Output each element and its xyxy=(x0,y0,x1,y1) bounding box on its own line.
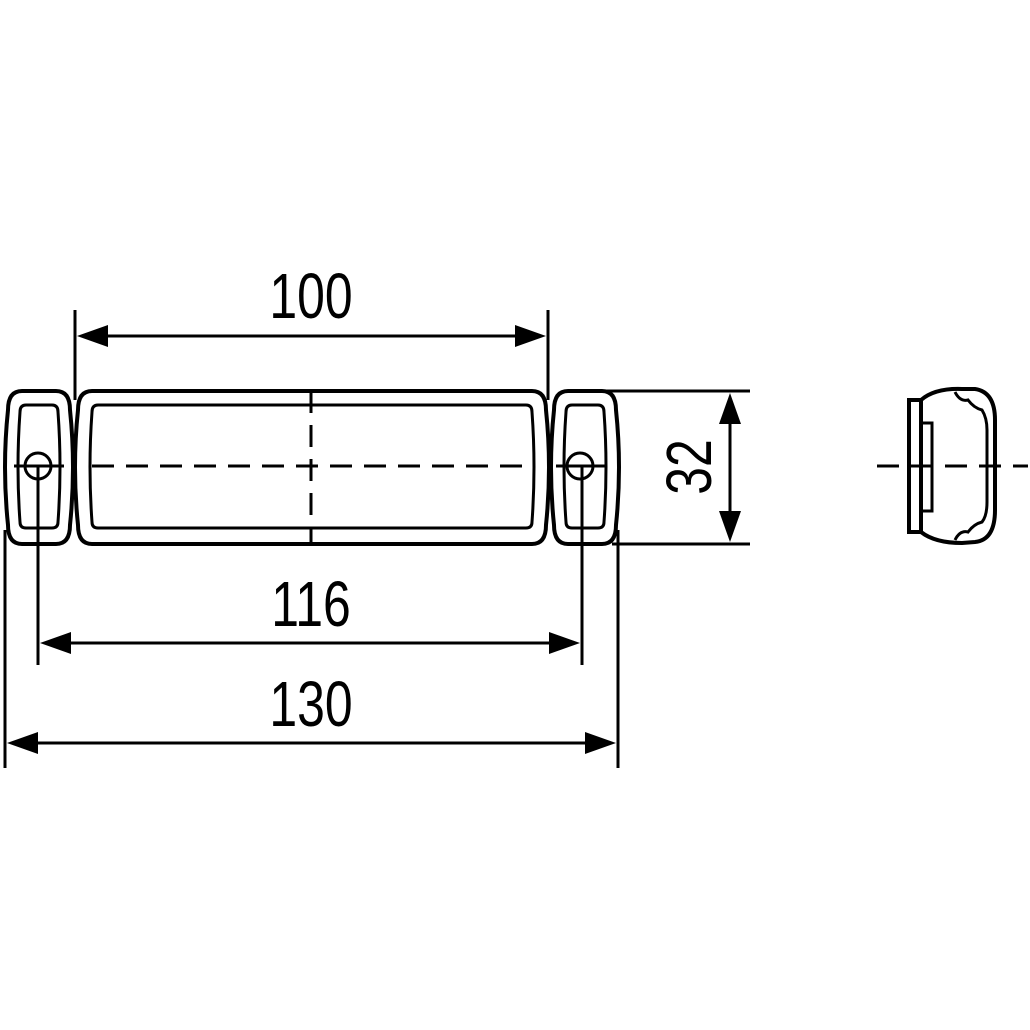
dimension-116: 116 xyxy=(36,466,584,665)
main-lens-inner xyxy=(88,403,536,530)
arrowhead xyxy=(7,732,38,754)
left-mounting-tab xyxy=(3,389,75,546)
arrowhead xyxy=(40,632,71,654)
dimension-label-32: 32 xyxy=(654,439,725,495)
right-tab-inner xyxy=(562,403,608,530)
dimension-32: 32 xyxy=(605,389,750,546)
arrowhead xyxy=(549,632,580,654)
dimension-100: 100 xyxy=(73,261,550,400)
right-mounting-tab xyxy=(549,389,621,546)
arrowhead xyxy=(77,325,108,347)
side-view xyxy=(877,386,1028,546)
arrowhead xyxy=(719,393,741,424)
arrowhead xyxy=(719,511,741,542)
front-view xyxy=(3,389,621,546)
dimension-label-130: 130 xyxy=(269,669,352,740)
dimension-130: 130 xyxy=(3,530,620,768)
main-lens-body xyxy=(73,389,551,546)
arrowhead xyxy=(515,325,546,347)
arrowhead xyxy=(585,732,616,754)
left-tab-inner xyxy=(16,403,62,530)
dimension-label-116: 116 xyxy=(271,569,351,640)
dimension-label-100: 100 xyxy=(269,261,352,332)
